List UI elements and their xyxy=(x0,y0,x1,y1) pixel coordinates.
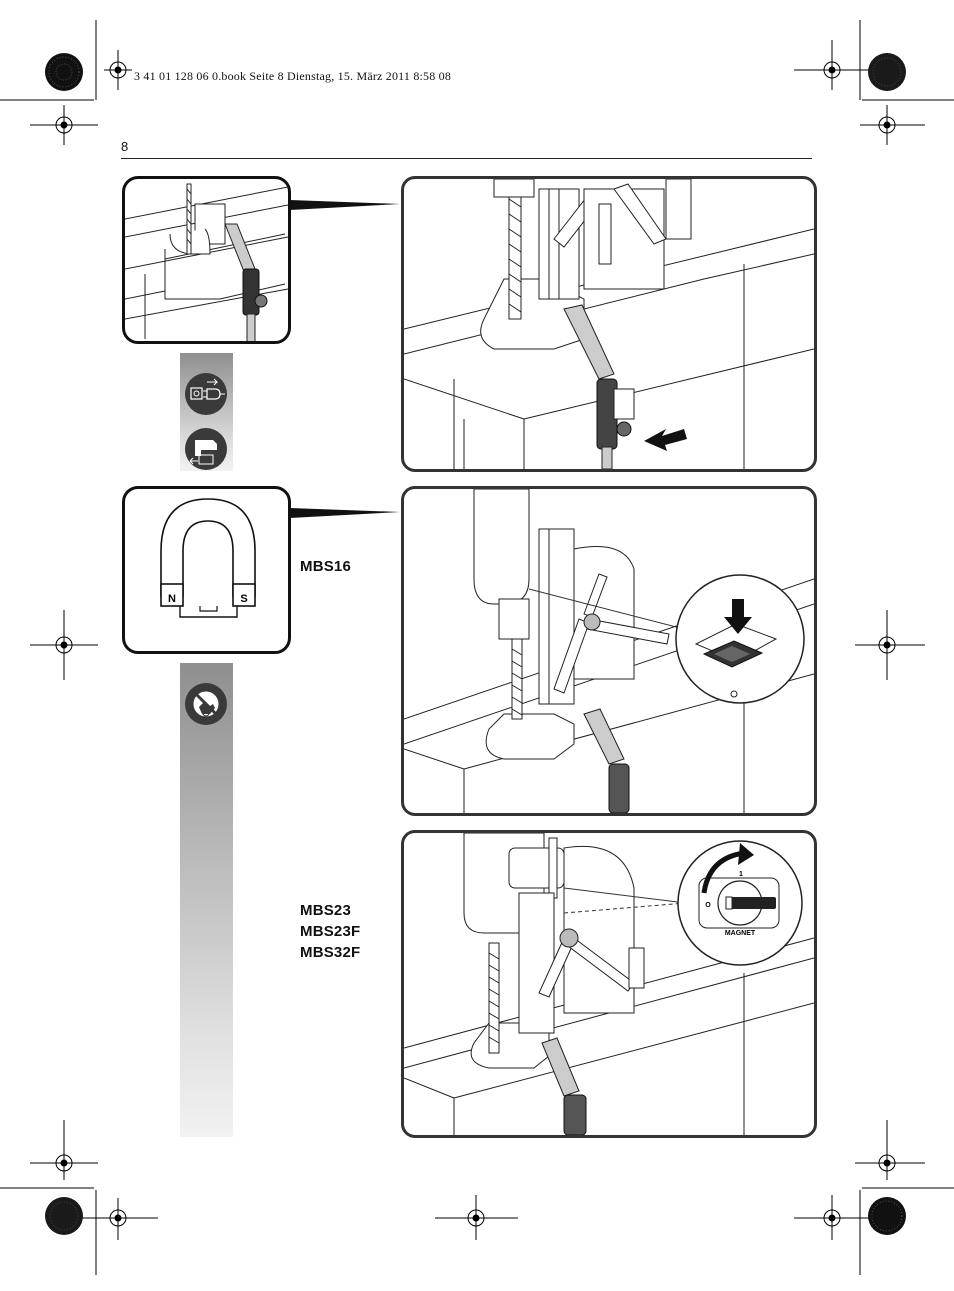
header-rule xyxy=(121,158,812,159)
model-label-mbs23-group: MBS23 MBS23F MBS32F xyxy=(300,900,360,963)
mbs23-drawing: 1 O MAGNET xyxy=(404,833,814,1135)
model-label-mbs16: MBS16 xyxy=(300,558,352,575)
strap-detail-inset xyxy=(122,176,291,344)
magnet-drawing: N S xyxy=(160,498,256,618)
mbs16-drawing xyxy=(404,489,814,813)
strap-detail-drawing xyxy=(125,183,288,341)
figure-strap-tightening xyxy=(401,176,817,472)
battery-remove-icon xyxy=(185,428,227,470)
no-touch-hot-icon xyxy=(185,683,227,725)
north-pole-label: N xyxy=(168,593,176,605)
switch-position-on: 1 xyxy=(739,871,743,878)
model-label-mbs23: MBS23 xyxy=(300,902,352,919)
drill-strap-drawing xyxy=(404,179,814,469)
switch-position-off: O xyxy=(705,902,711,909)
model-label-mbs23f: MBS23F xyxy=(300,923,361,940)
figure-mbs16-magnet-switch xyxy=(401,486,817,816)
magnet-inset: N S xyxy=(122,486,291,654)
file-info-line: 3 41 01 128 06 0.book Seite 8 Dienstag, … xyxy=(134,69,452,83)
figure-mbs23-magnet-switch: 1 O MAGNET xyxy=(401,830,817,1138)
unplug-icon xyxy=(185,373,227,415)
page-number: 8 xyxy=(121,139,129,154)
warning-icon-column-2 xyxy=(180,663,233,1137)
model-label-mbs32f: MBS32F xyxy=(300,944,361,961)
south-pole-label: S xyxy=(240,593,247,605)
switch-magnet-label: MAGNET xyxy=(725,930,756,937)
